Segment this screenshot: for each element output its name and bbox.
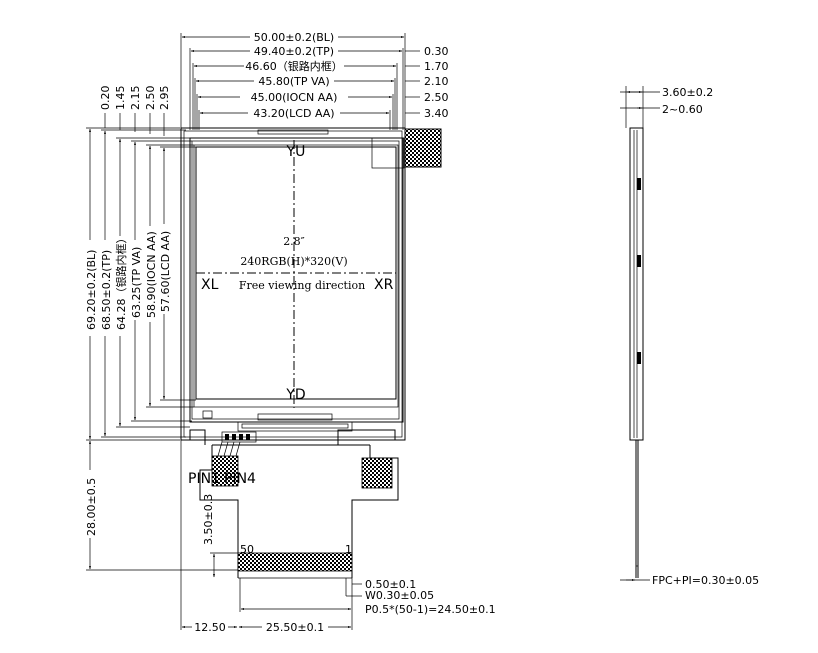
pin1-label: PIN1 <box>188 471 220 487</box>
top-left-offsets: 0.20 1.45 2.15 2.50 2.95 <box>99 86 171 136</box>
label-yu: YU <box>286 144 306 160</box>
offset-right-3: 2.10 <box>424 75 449 88</box>
offset-right-1: 0.30 <box>424 45 449 58</box>
fpc-pin-50: 50 <box>240 543 254 556</box>
screen-size: 2.8″ <box>283 235 305 248</box>
dim-bottom-left: 12.50 <box>194 621 226 634</box>
side-view: 3.60±0.2 2~0.60 FPC+PI=0.30±0.05 <box>620 86 759 587</box>
dim-iocn-height: 58.90(IOCN AA) <box>145 231 158 318</box>
dim-tp-height: 68.50±0.2(TP) <box>100 250 113 330</box>
dim-silver-height: 64.28（银路内框） <box>114 233 128 331</box>
top-dimensions: 50.00±0.2(BL) 49.40±0.2(TP) 46.60（银路内框） … <box>180 30 449 440</box>
offset-right-2: 1.70 <box>424 60 449 73</box>
pin4-label: PIN4 <box>224 471 256 487</box>
offset-right-5: 3.40 <box>424 107 449 120</box>
fpc-pin-1: 1 <box>345 543 352 556</box>
dim-bottom-center: 25.50±0.1 <box>266 621 324 634</box>
dim-lcdaa-height: 57.60(LCD AA) <box>159 231 172 312</box>
offset-left-1: 0.20 <box>99 86 112 111</box>
offset-right-4: 2.50 <box>424 91 449 104</box>
screen-viewing-direction: Free viewing direction <box>239 279 365 292</box>
screen-resolution: 240RGB(H)*320(V) <box>240 255 347 268</box>
dim-silver-width: 46.60（银路内框） <box>245 59 343 73</box>
vertical-dimensions: 69.20±0.2(BL) 68.50±0.2(TP) 64.28（银路内框） … <box>85 127 196 441</box>
offset-left-4: 2.50 <box>144 86 157 111</box>
dim-tpva-width: 45.80(TP VA) <box>258 75 329 88</box>
dim-fpc-width: W0.30±0.05 <box>365 589 434 602</box>
dim-bl-height: 69.20±0.2(BL) <box>85 250 98 330</box>
offset-left-2: 1.45 <box>114 86 127 111</box>
dim-fpc-gap: 0.50±0.1 <box>365 578 416 591</box>
dim-lcdaa-width: 43.20(LCD AA) <box>253 107 334 120</box>
label-yd: YD <box>285 387 305 403</box>
fpc-dimensions: 28.00±0.5 3.50±0.3 0.50±0.1 W0.30±0.05 P… <box>85 440 496 634</box>
side-offset: 2~0.60 <box>662 103 703 116</box>
dim-fpc-tail: 3.50±0.3 <box>202 494 215 545</box>
dim-fpc-pitch: P0.5*(50-1)=24.50±0.1 <box>365 603 496 616</box>
side-thickness: 3.60±0.2 <box>662 86 713 99</box>
dim-bl-width: 50.00±0.2(BL) <box>254 31 334 44</box>
offset-left-3: 2.15 <box>129 86 142 111</box>
dim-tpva-height: 63.25(TP VA) <box>130 247 143 318</box>
front-view-panel: 2.8″ 240RGB(H)*320(V) Free viewing direc… <box>180 127 442 441</box>
side-fpc-thickness: FPC+PI=0.30±0.05 <box>652 574 759 587</box>
dim-tp-width: 49.40±0.2(TP) <box>254 45 334 58</box>
dim-fpc-height: 28.00±0.5 <box>85 478 98 536</box>
offset-left-5: 2.95 <box>158 86 171 111</box>
dim-iocn-width: 45.00(IOCN AA) <box>251 91 338 104</box>
fpc-cable: PIN1 PIN4 50 1 <box>181 421 405 579</box>
label-xl: XL <box>201 277 219 293</box>
label-xr: XR <box>374 277 394 293</box>
